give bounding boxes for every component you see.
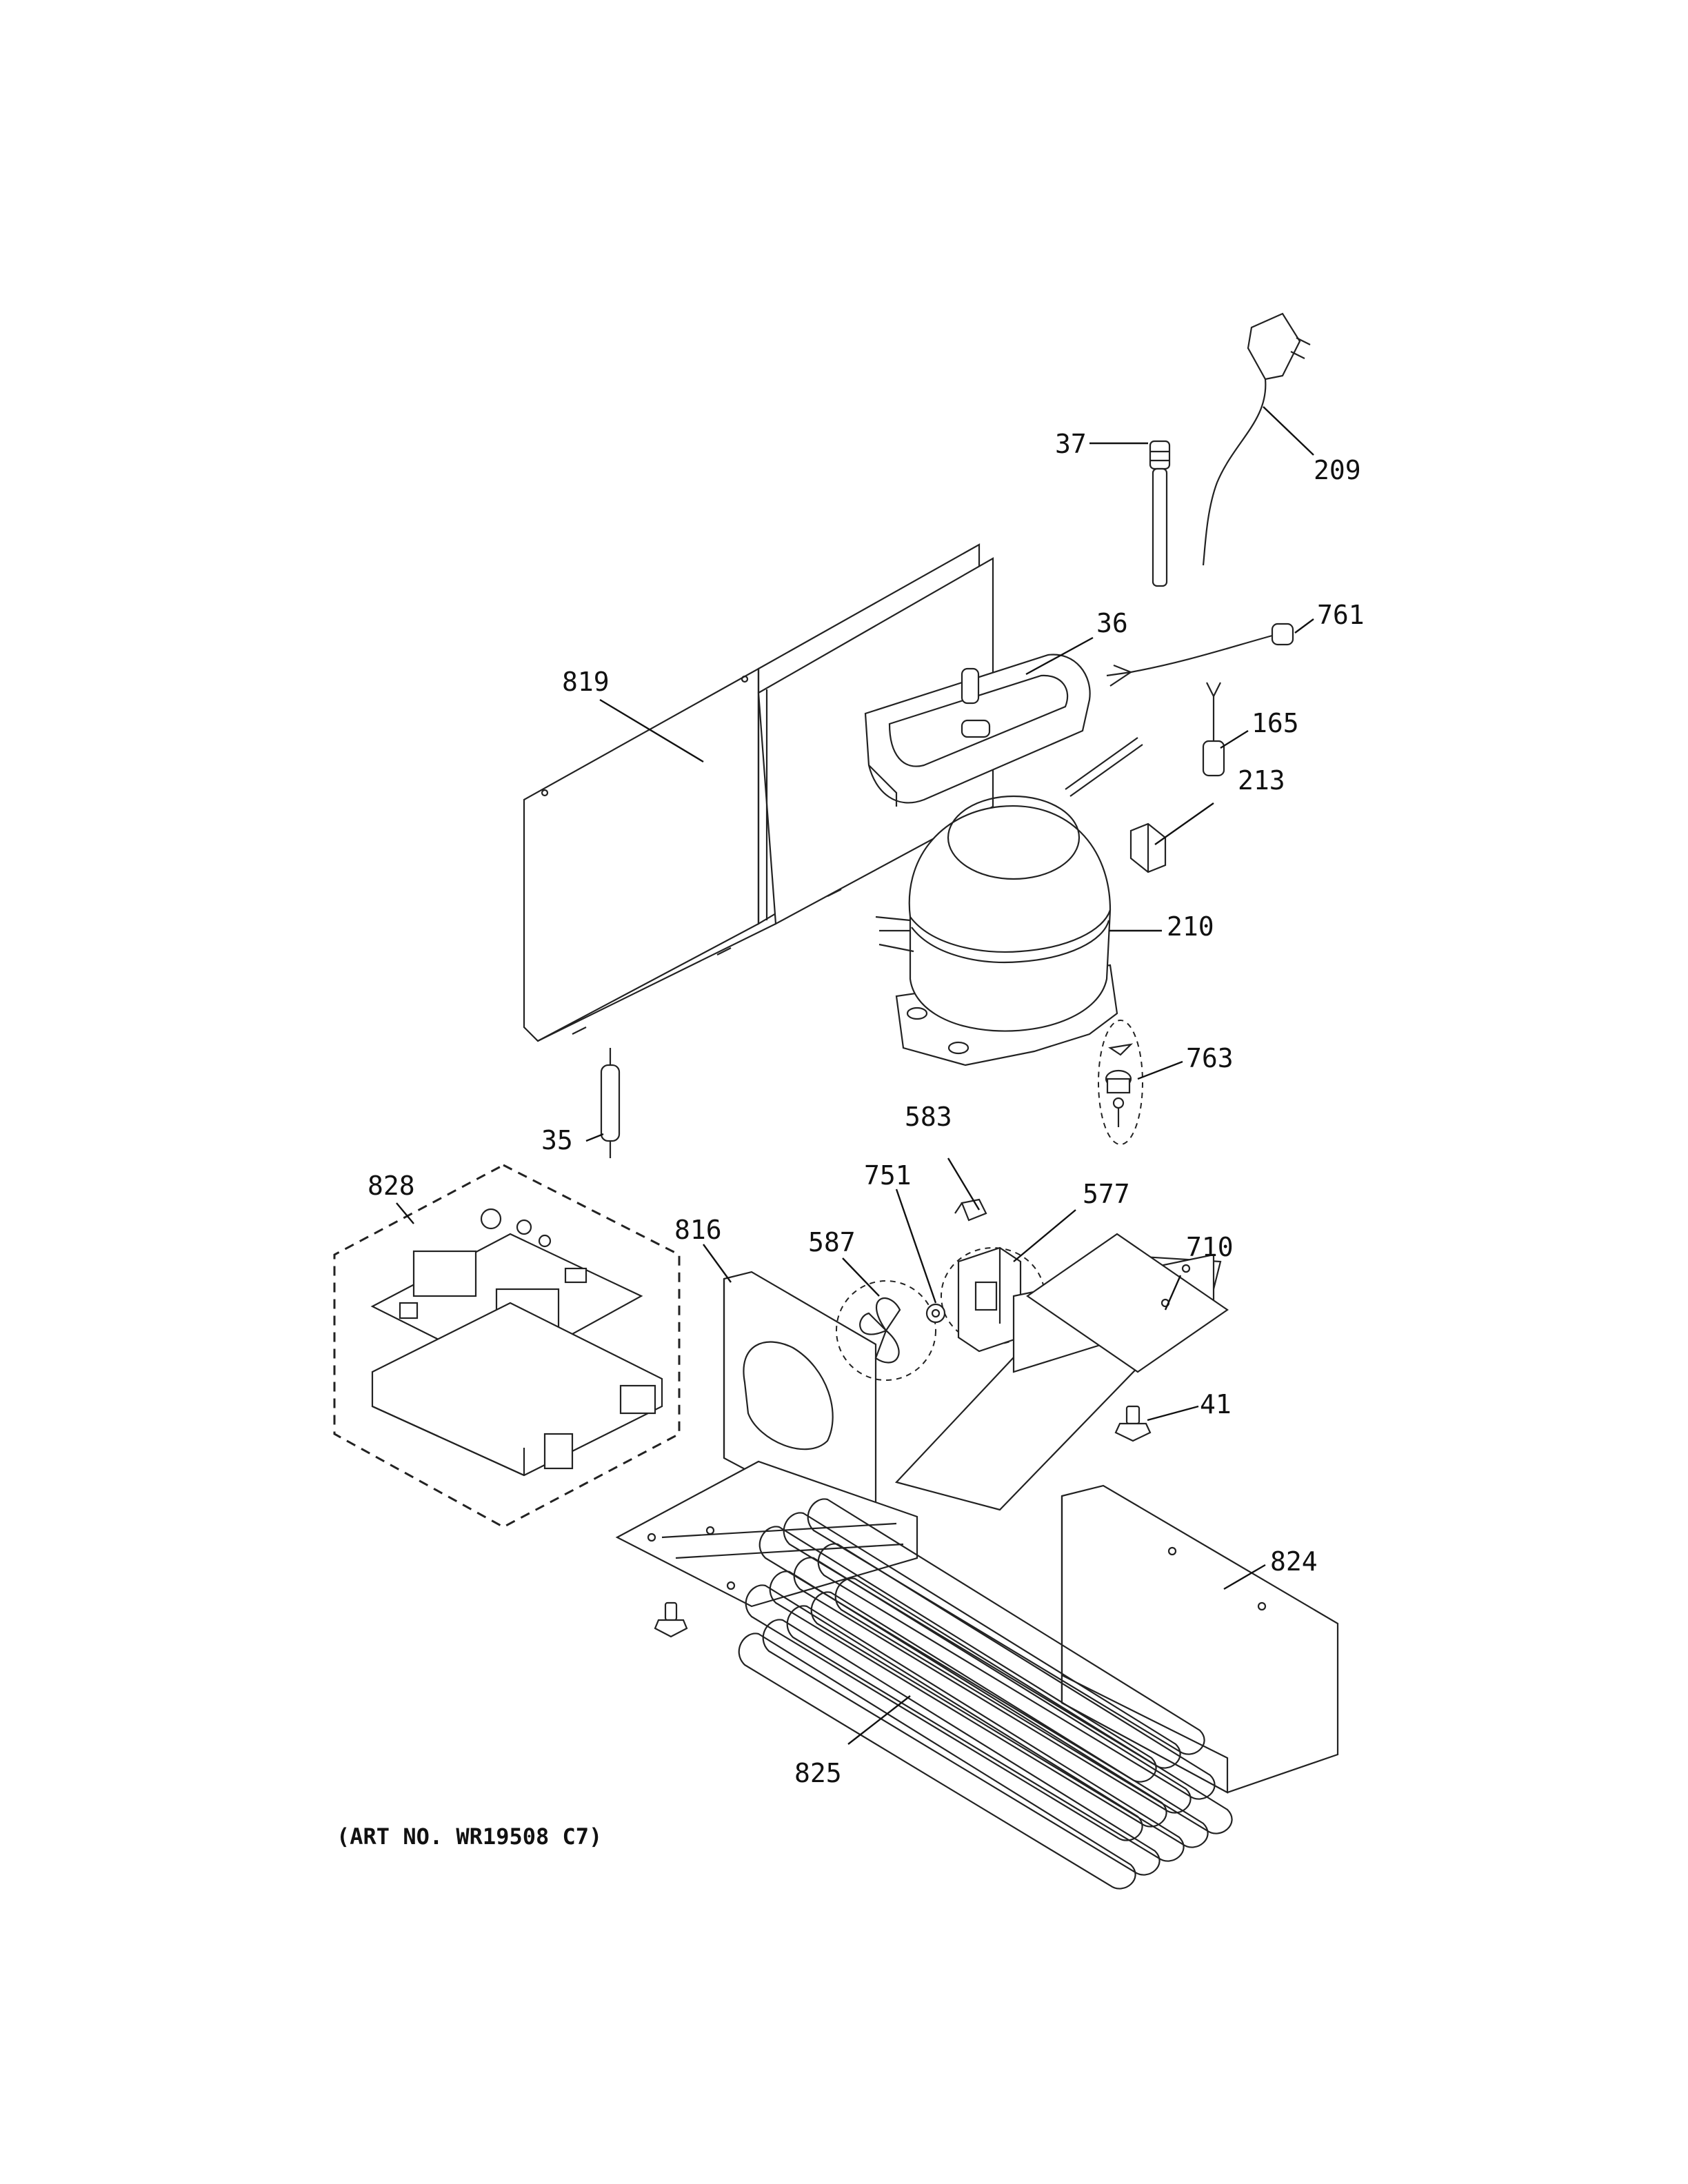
label-37: 37 xyxy=(1055,429,1087,459)
part-761-wire-harness xyxy=(1106,623,1294,687)
part-210-compressor xyxy=(875,795,1118,1066)
label-819: 819 xyxy=(562,667,610,697)
label-828: 828 xyxy=(368,1171,415,1201)
part-824-rear-cover xyxy=(1061,1484,1339,1794)
part-base-plate xyxy=(615,1460,918,1608)
part-583-clip xyxy=(954,1198,987,1222)
label-710: 710 xyxy=(1186,1232,1234,1262)
part-587-fan-blade xyxy=(836,1280,936,1381)
label-587: 587 xyxy=(808,1227,856,1257)
label-825: 825 xyxy=(794,1758,842,1788)
part-763-grommet-kit xyxy=(1098,1020,1143,1145)
label-210: 210 xyxy=(1167,911,1214,942)
label-209: 209 xyxy=(1314,455,1361,485)
part-connecting-tube xyxy=(1065,737,1143,797)
label-583: 583 xyxy=(905,1102,952,1132)
part-41-screw xyxy=(1114,1405,1152,1442)
label-751: 751 xyxy=(864,1160,912,1191)
label-35: 35 xyxy=(541,1125,573,1155)
label-213: 213 xyxy=(1238,765,1285,796)
art-number: (ART NO. WR19508 C7) xyxy=(336,1823,602,1850)
part-36-base-tray xyxy=(864,654,1091,807)
label-816: 816 xyxy=(674,1215,722,1245)
label-761: 761 xyxy=(1317,600,1365,630)
callout-labels: 37 209 761 36 819 165 213 210 763 35 583… xyxy=(336,429,1365,1850)
part-825-condenser-coil xyxy=(738,1498,1233,1890)
part-165-capacitor xyxy=(1202,682,1225,777)
leader-lines xyxy=(396,406,1314,1745)
part-710-base-pan xyxy=(894,1233,1229,1511)
label-41: 41 xyxy=(1200,1389,1232,1419)
part-209-power-cord xyxy=(1202,312,1311,566)
label-824: 824 xyxy=(1270,1546,1318,1577)
label-763: 763 xyxy=(1186,1043,1234,1073)
part-37-tube xyxy=(1149,440,1171,587)
label-36: 36 xyxy=(1096,608,1128,638)
label-577: 577 xyxy=(1083,1179,1130,1209)
part-213-relay xyxy=(1129,822,1167,873)
part-828-control-board xyxy=(333,1164,681,1528)
label-165: 165 xyxy=(1252,708,1299,738)
part-screw-loose xyxy=(654,1601,688,1638)
part-35-drier xyxy=(600,1048,621,1158)
